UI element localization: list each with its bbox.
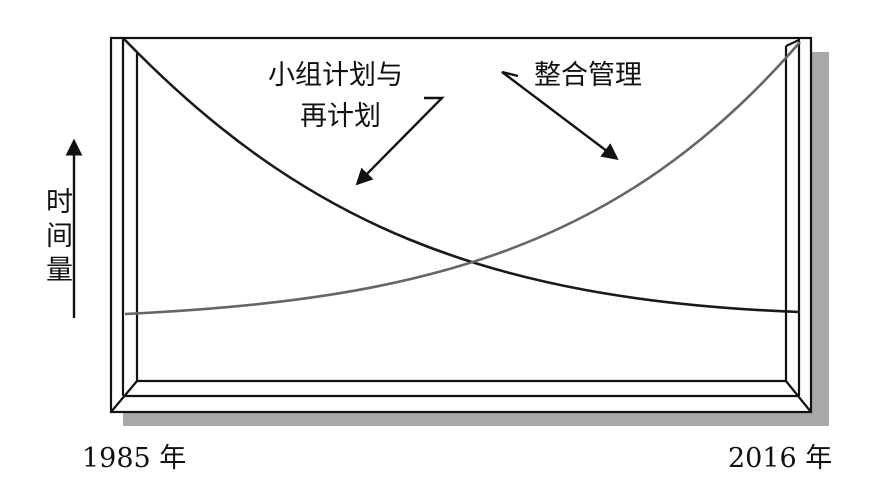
small-group-planning-curve	[124, 39, 801, 314]
start-year-label: 1985 年	[82, 443, 186, 474]
end-year-label: 2016 年	[728, 443, 832, 474]
label-small-group-line1: 小组计划与	[268, 60, 403, 91]
box-shadow-bottom	[123, 410, 829, 426]
box-outer-edge	[109, 36, 813, 414]
small-group-pointer-arrow	[355, 96, 445, 186]
floor-left-corner	[110, 380, 138, 413]
box-shadow-right	[812, 56, 829, 426]
floor-right-corner	[785, 380, 812, 413]
box-frame	[109, 36, 813, 414]
y-axis-label-char3: 量	[46, 255, 73, 286]
y-axis-label-char2: 间	[46, 221, 73, 252]
integrated-pointer-arrow	[501, 70, 619, 161]
y-axis-label-char1: 时	[46, 187, 73, 218]
label-small-group-line2: 再计划	[300, 101, 381, 132]
label-integrated-management: 整合管理	[534, 60, 642, 91]
integrated-management-curve	[124, 41, 801, 316]
right-wall-top-cap	[785, 39, 800, 47]
annotation-arrows	[65, 70, 619, 318]
